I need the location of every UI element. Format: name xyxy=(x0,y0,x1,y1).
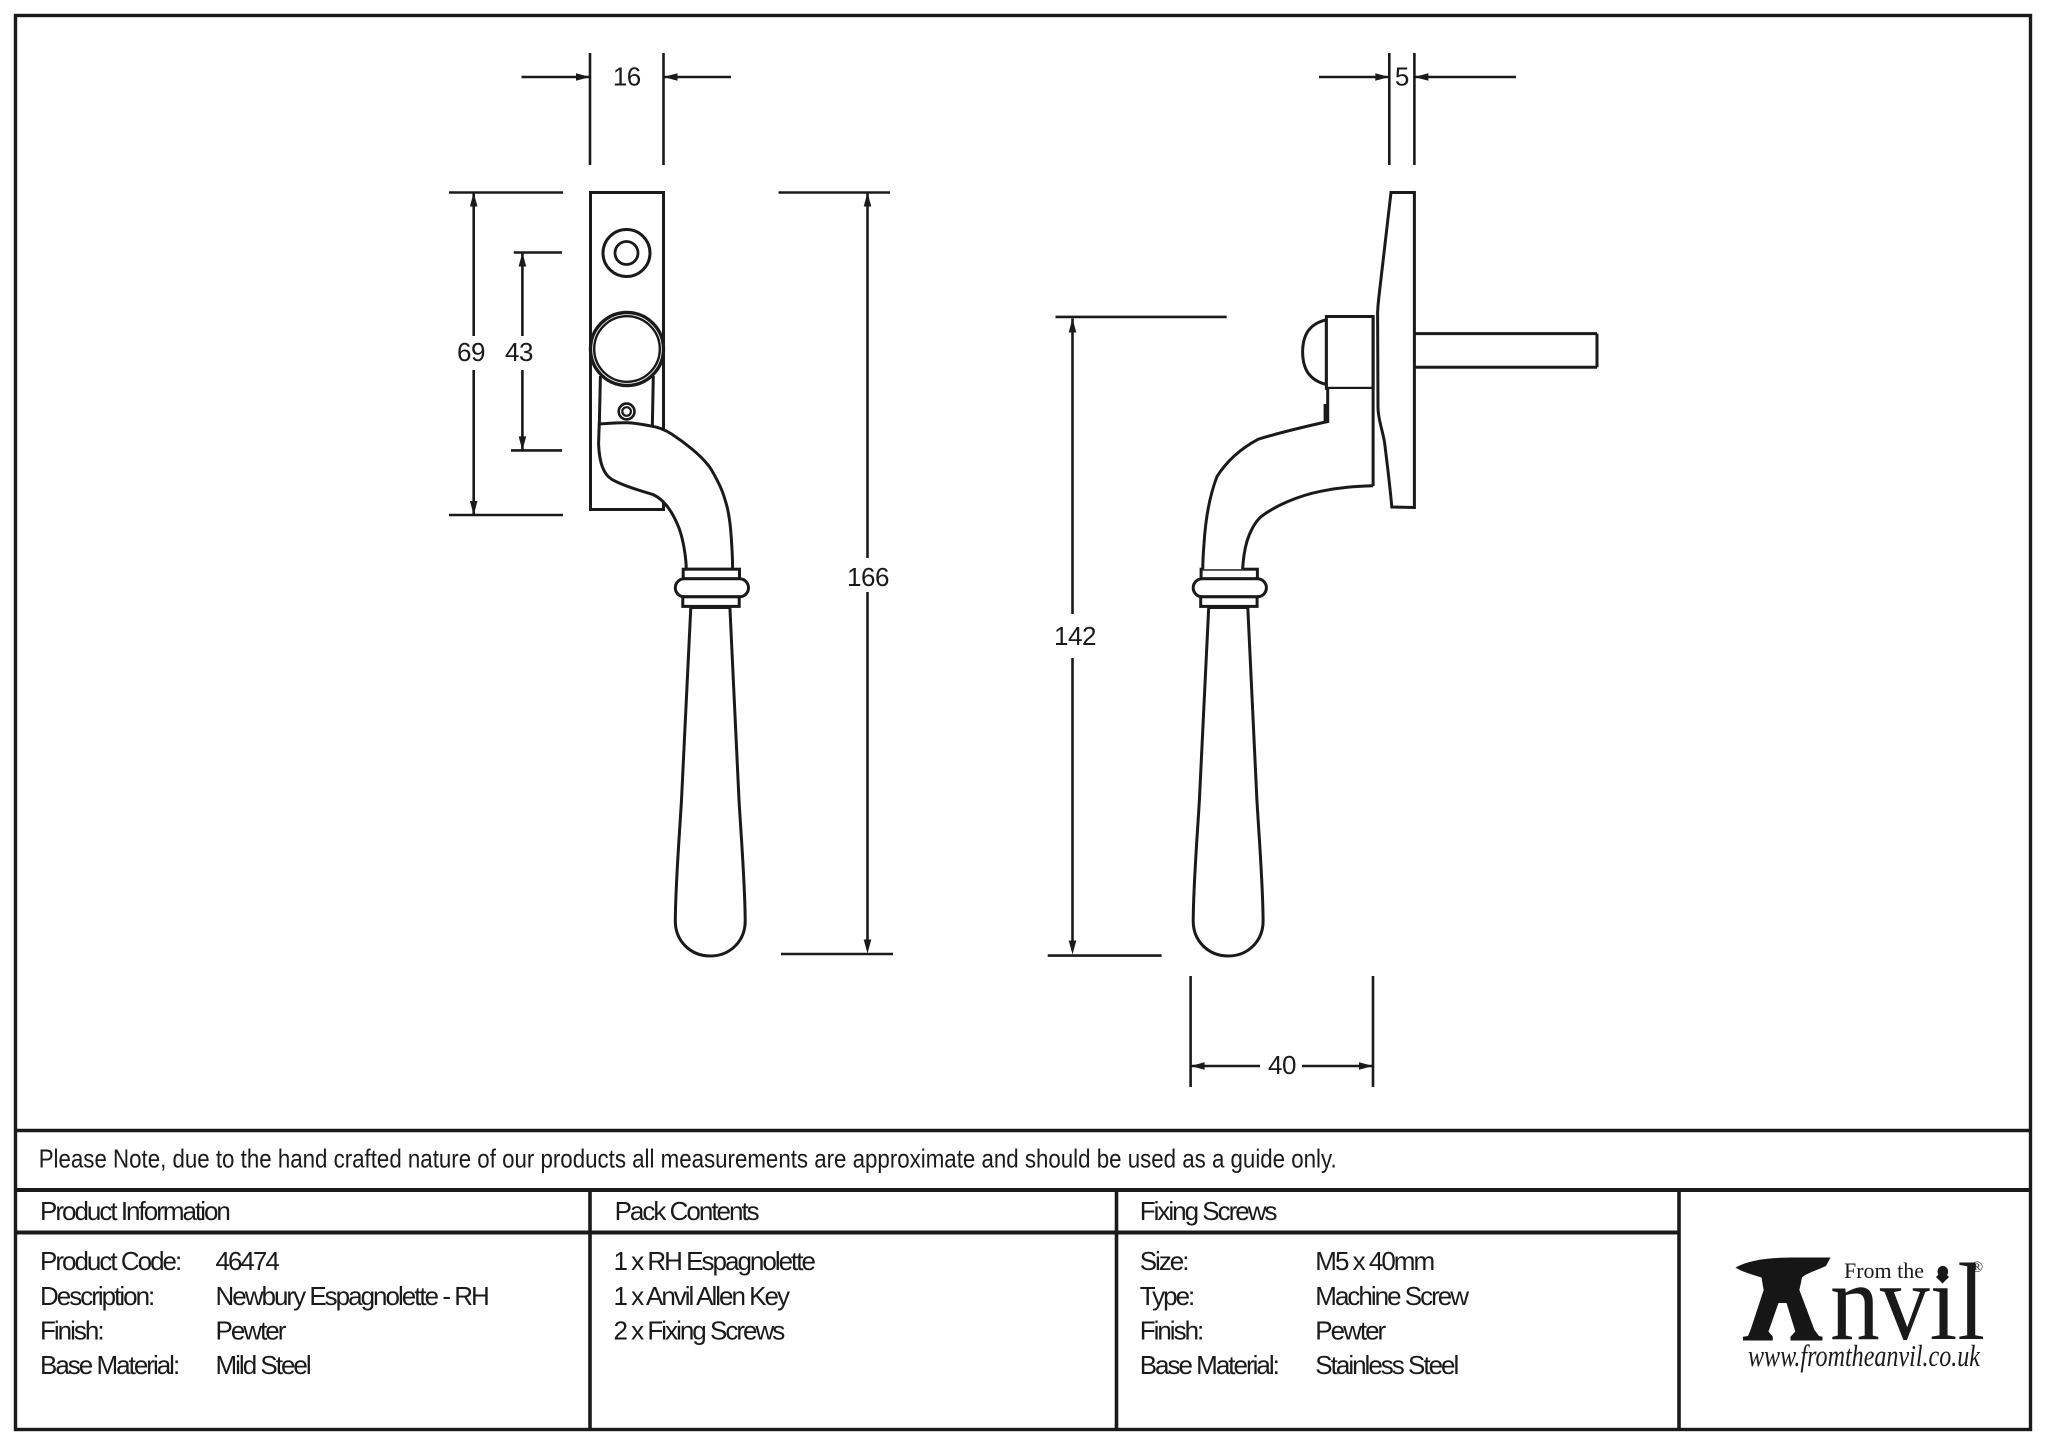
svg-text:Description:: Description: xyxy=(40,1281,153,1311)
svg-text:Size:: Size: xyxy=(1140,1246,1188,1276)
svg-text:Mild Steel: Mild Steel xyxy=(216,1350,311,1380)
svg-text:16: 16 xyxy=(613,62,641,92)
svg-text:Machine Screw: Machine Screw xyxy=(1315,1281,1469,1311)
svg-text:Stainless Steel: Stainless Steel xyxy=(1315,1350,1458,1380)
svg-text:142: 142 xyxy=(1054,621,1096,651)
svg-text:Pewter: Pewter xyxy=(1315,1316,1386,1346)
svg-text:5: 5 xyxy=(1395,62,1409,92)
svg-text:2 x Fixing Screws: 2 x Fixing Screws xyxy=(614,1316,786,1346)
svg-text:Product Information: Product Information xyxy=(40,1196,229,1226)
svg-text:69: 69 xyxy=(457,337,485,367)
svg-text:Fixing Screws: Fixing Screws xyxy=(1140,1196,1278,1226)
svg-text:M5 x 40mm: M5 x 40mm xyxy=(1315,1246,1433,1276)
svg-text:Please Note, due to the hand c: Please Note, due to the hand crafted nat… xyxy=(39,1144,1337,1174)
svg-text:Type:: Type: xyxy=(1140,1281,1194,1311)
svg-text:Finish:: Finish: xyxy=(40,1316,103,1346)
svg-text:43: 43 xyxy=(505,337,533,367)
svg-text:www.fromtheanvil.co.uk: www.fromtheanvil.co.uk xyxy=(1748,1338,1981,1373)
svg-text:Product Code:: Product Code: xyxy=(40,1246,180,1276)
svg-text:Base Material:: Base Material: xyxy=(1140,1350,1278,1380)
svg-text:1 x RH Espagnolette: 1 x RH Espagnolette xyxy=(614,1246,816,1276)
svg-text:®: ® xyxy=(1971,1259,1983,1276)
svg-text:Newbury Espagnolette - RH: Newbury Espagnolette - RH xyxy=(216,1281,488,1311)
svg-text:nvil: nvil xyxy=(1830,1241,1985,1363)
svg-text:Base Material:: Base Material: xyxy=(40,1350,178,1380)
svg-text:Pack Contents: Pack Contents xyxy=(615,1196,760,1226)
svg-text:Pewter: Pewter xyxy=(216,1316,287,1346)
svg-text:166: 166 xyxy=(847,562,889,592)
svg-text:40: 40 xyxy=(1268,1050,1296,1080)
svg-text:1 x Anvil Allen Key: 1 x Anvil Allen Key xyxy=(614,1281,790,1311)
svg-text:46474: 46474 xyxy=(216,1246,280,1276)
svg-text:From the: From the xyxy=(1844,1258,1924,1283)
svg-text:Finish:: Finish: xyxy=(1140,1316,1203,1346)
